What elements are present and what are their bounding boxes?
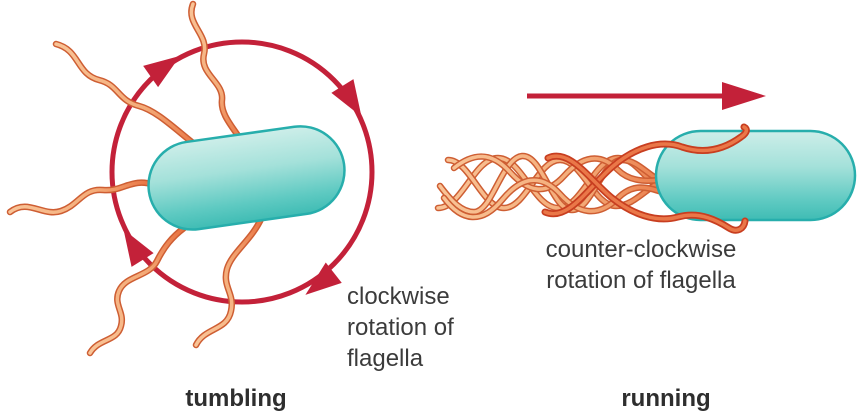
tumbling-spread-flagella: [6, 0, 266, 357]
running-bacterium-cell: [654, 129, 857, 222]
clockwise-rotation-label-line2: rotation of: [347, 314, 454, 341]
running-caption: running: [621, 385, 711, 412]
running-direction-arrow: [527, 82, 766, 110]
tumbling-bacterium-cell: [147, 125, 346, 231]
flagella-bundle-front-strands: [541, 123, 750, 234]
counter-clockwise-rotation-label-line1: counter-clockwise: [545, 236, 737, 263]
counter-clockwise-rotation-label-line2: rotation of flagella: [546, 267, 736, 294]
clockwise-rotation-label-line3: flagella: [347, 345, 424, 372]
flagella-bundle: [434, 152, 682, 221]
tumbling-caption: tumbling: [185, 385, 287, 412]
counter-clockwise-rotation-label: counter-clockwise rotation of flagella: [521, 234, 761, 296]
clockwise-circle-arrow: [109, 39, 375, 305]
clockwise-rotation-label-line1: clockwise: [347, 283, 450, 310]
clockwise-rotation-label: clockwise rotation of flagella: [347, 281, 497, 374]
